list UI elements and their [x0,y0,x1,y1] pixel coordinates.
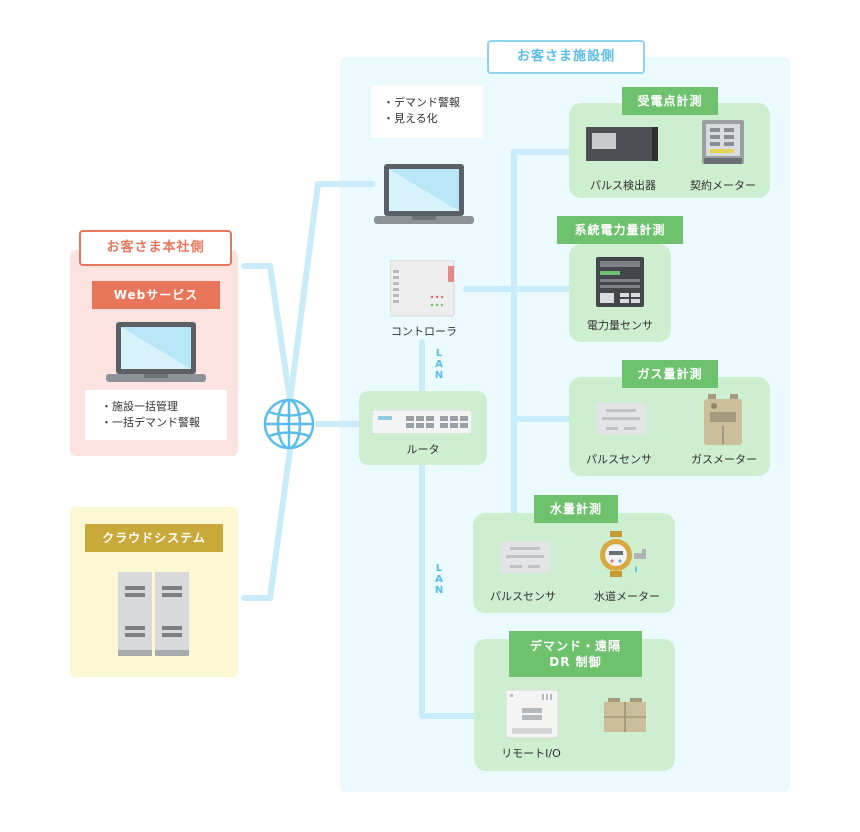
gas-pulse-sensor-label: パルスセンサ [586,453,652,466]
router-label: ルータ [406,443,440,456]
contract-meter-icon [702,120,744,164]
gas-pulse-sensor-icon [596,403,646,435]
remote-io-icon [506,690,558,739]
group-demand-title: デマンド・遠隔 DR 制御 [509,631,642,677]
hq-section-label: お客さま本社側 [79,230,232,266]
hq-laptop-icon [106,322,206,382]
hq-note: ・施設一括管理 [101,400,178,413]
water-pulse-sensor-icon [500,541,550,573]
group-gas-title: ガス量計測 [622,360,718,388]
cloud-label: クラウドシステム [85,524,223,552]
pc-notes-box: ・デマンド警報 ・見える化 [371,85,483,138]
group-grid-power-title: 系統電力量計測 [557,216,683,244]
internet-globe-icon [263,398,315,450]
lan-label-upper: LAN [434,348,444,381]
contract-meter-label: 契約メーター [690,179,756,192]
hq-notes-box: ・施設一括管理 ・一括デマンド警報 [85,390,227,440]
server-icon [118,572,189,656]
gas-meter-icon [704,394,742,445]
facility-laptop-icon [374,164,474,224]
gas-meter-label: ガスメーター [691,453,757,466]
group-demand-title-line1: デマンド・遠隔 [529,639,621,653]
group-demand-title-line2: DR 制御 [549,655,602,669]
power-sensor-icon [596,257,644,307]
pc-note: ・デマンド警報 [383,96,460,109]
power-sensor-label: 電力量センサ [587,319,653,332]
line-hq-globe [241,263,293,403]
line-cloud-globe [241,447,293,601]
water-meter-icon [600,531,646,577]
router-icon [372,410,472,434]
pulse-detector-icon [586,127,658,161]
controller-icon [390,260,455,317]
remote-io-label: リモートI/O [501,747,561,760]
lan-label-lower: LAN [434,563,444,596]
pulse-detector-label: パルス検出器 [590,179,656,192]
relay-icon [604,698,646,732]
line-globe-laptop [287,181,375,403]
hq-note: ・一括デマンド警報 [101,416,200,429]
web-service-label: Webサービス [92,281,220,309]
pc-note: ・見える化 [383,112,438,125]
group-power-receiving-title: 受電点計測 [622,87,718,115]
facility-section-label: お客さま施設側 [487,40,645,74]
group-water-title: 水量計測 [534,495,618,523]
controller-label: コントローラ [391,325,457,338]
water-pulse-sensor-label: パルスセンサ [490,590,556,603]
water-meter-label: 水道メーター [594,590,660,603]
